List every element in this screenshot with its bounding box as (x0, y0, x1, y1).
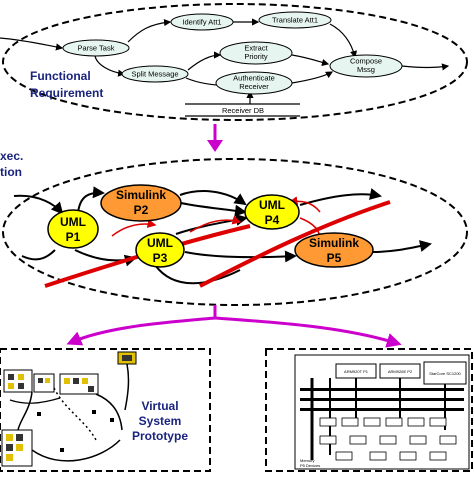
functional-requirement-region: Parse Task Identify Att1 Translate Att1 … (0, 3, 468, 121)
hw-bus-2 (300, 398, 464, 401)
edge-p5-out (371, 240, 432, 253)
vp-block-cluster-bottom (1, 429, 33, 467)
authenticate-label-line2: Receiver (239, 82, 269, 91)
node-uml-p4: UML P4 (244, 194, 300, 230)
functional-boundary (2, 3, 468, 121)
hw-bus-1 (300, 388, 464, 391)
virtual-prototype-boundary (0, 348, 211, 472)
functional-label-line2: Requirement (30, 86, 103, 100)
arrow-functional-to-exec (207, 124, 223, 152)
node-uml-p1: UML P1 (47, 209, 99, 249)
starcore-label: StarCore SC1200 (429, 371, 461, 376)
edge-translate-compose (329, 23, 358, 59)
node-compose-mssg: Compose Mssg (329, 54, 403, 78)
uml-p3-label-line1: UML (147, 236, 173, 250)
compose-label-line2: Mssg (357, 65, 375, 74)
vp-block-device (117, 351, 137, 365)
execution-region: xec. tion UML P1 Simulink P2 (0, 149, 468, 306)
edge-split-extract (187, 51, 222, 71)
virtual-prototype-region: Virtual System Prototype (0, 348, 211, 472)
edge-parse-identify (127, 19, 172, 43)
parse-task-label: Parse Task (78, 44, 115, 53)
exec-label-line2: tion (0, 165, 22, 179)
edge-loop-left (21, 249, 56, 261)
simulink-p2-label-line2: P2 (134, 203, 149, 217)
split-label: Split Message (131, 70, 178, 79)
authenticate-label-line1: Authenticate (233, 74, 275, 83)
simulink-p5-label-line2: P5 (327, 251, 342, 265)
uml-p3-label-line2: P3 (153, 251, 168, 265)
node-simulink-p5: Simulink P5 (294, 232, 374, 268)
identify-label: Identify Att1 (182, 18, 221, 27)
simulink-p5-label-line1: Simulink (309, 236, 359, 250)
uml-p1-label-line1: UML (60, 215, 86, 229)
red-arrow-1 (111, 219, 157, 237)
virtual-label-line2: System (139, 414, 182, 428)
simulink-p2-label-line1: Simulink (116, 188, 166, 202)
edge-p4-out (299, 188, 382, 206)
edge-p3-p5 (184, 250, 297, 263)
execution-boundary (2, 158, 468, 306)
node-uml-p3: UML P3 (135, 232, 185, 268)
partition-line-2 (199, 200, 391, 288)
hw-devices-label: P5 Devices (300, 463, 320, 468)
hardware-architecture-region: ARM920T P1 ARM926E P2 StarCore SC1200 (265, 348, 473, 472)
node-translate-att1: Translate Att1 (258, 11, 332, 29)
virtual-label-line3: Prototype (132, 429, 188, 443)
edge-p1-p2 (77, 186, 105, 214)
edge-p2-p4 (179, 190, 247, 206)
node-simulink-p2: Simulink P2 (100, 184, 182, 222)
edge-p2-p4b (180, 202, 247, 217)
exec-label-line1: xec. (0, 149, 23, 163)
hw-memory-label: Memory (300, 458, 314, 463)
hw-bus-3 (300, 408, 464, 411)
edge-authenticate-compose (291, 71, 334, 84)
receiver-db: Receiver DB (185, 103, 300, 117)
edge-extract-compose (291, 54, 330, 67)
functional-label-line1: Functional (30, 69, 91, 83)
node-authenticate-receiver: Authenticate Receiver (215, 71, 293, 95)
hw-cpu-p1: ARM920T P1 (335, 363, 377, 379)
receiver-db-label: Receiver DB (222, 106, 264, 115)
arrow-exec-to-implementations (66, 305, 402, 348)
cpu-p2-label: ARM926E P2 (388, 369, 413, 374)
vp-block-cluster-left (3, 369, 55, 393)
extract-label-line2: Priority (244, 52, 268, 61)
hw-peripherals (319, 417, 457, 461)
red-arrow-2 (189, 215, 242, 233)
hw-starcore: StarCore SC1200 (423, 361, 467, 385)
compose-label-line1: Compose (350, 57, 382, 66)
edge-p3-down (154, 264, 241, 285)
uml-p1-label-line2: P1 (66, 230, 81, 244)
extract-label-line1: Extract (244, 44, 268, 53)
uml-p4-label-line2: P4 (265, 213, 280, 227)
virtual-label-line1: Virtual (141, 399, 178, 413)
edge-compose-output (401, 63, 450, 71)
hardware-boundary (265, 348, 473, 472)
node-extract-priority: Extract Priority (219, 41, 293, 65)
vp-block-cluster-mid (59, 373, 99, 395)
node-identify-att1: Identify Att1 (170, 13, 234, 31)
hw-cpu-p2: ARM926E P2 (379, 363, 421, 379)
cpu-p1-label: ARM920T P1 (344, 369, 369, 374)
node-split-message: Split Message (121, 65, 189, 83)
edge-in-p1 (13, 194, 64, 215)
uml-p4-label-line1: UML (259, 198, 285, 212)
edge-input-parse (0, 37, 64, 51)
node-parse-task: Parse Task (62, 39, 130, 57)
translate-label: Translate Att1 (272, 16, 318, 25)
edge-parse-split (94, 55, 126, 77)
